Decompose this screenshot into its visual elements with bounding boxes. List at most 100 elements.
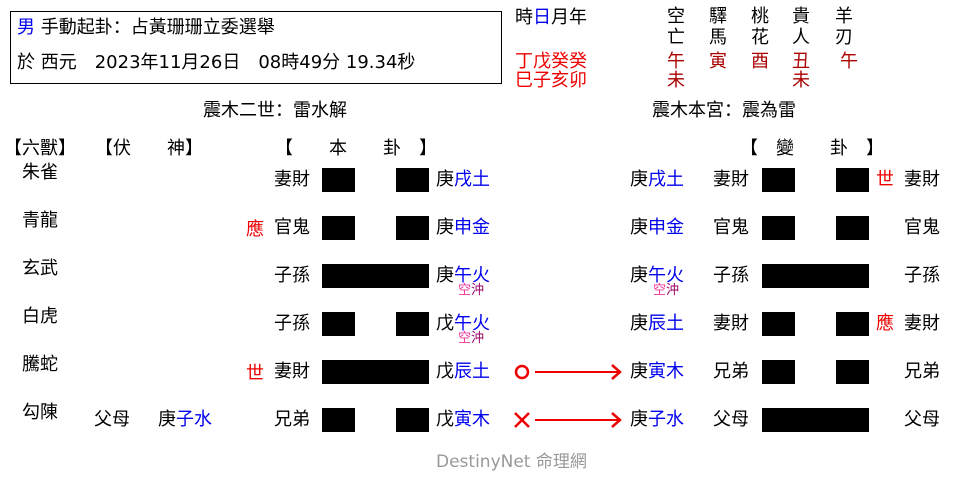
heavenly-stem: 戊: [436, 409, 454, 430]
six-relation: 子孫: [274, 313, 310, 334]
yin-line-right: [396, 312, 429, 336]
changed-six-relation: 妻財: [713, 313, 749, 334]
shensha-header-bottom: 刃: [835, 27, 853, 48]
changed-stem-branch: 庚申金: [630, 217, 684, 239]
changed-heavenly-stem: 庚: [630, 265, 648, 286]
six-beast-label: 騰蛇: [22, 354, 58, 375]
changed-heavenly-stem: 庚: [630, 313, 648, 334]
shensha-value: 未: [667, 70, 685, 91]
changed-earthly-branch: 子水: [648, 409, 684, 430]
heavenly-stem: 庚: [436, 265, 454, 286]
shensha-value: 午: [667, 51, 685, 72]
yang-line: [322, 264, 429, 288]
changed-heavenly-stem: 庚: [630, 169, 648, 190]
changed-stem-branch: 庚戌土: [630, 169, 684, 191]
six-beast-label: 青龍: [22, 210, 58, 231]
original-relation-right: 官鬼: [904, 217, 940, 238]
footer-brand: DestinyNet 命理網: [436, 452, 587, 472]
changed-yin-line-right: [836, 216, 869, 240]
yin-line-left: [322, 312, 355, 336]
gender-label: 男: [17, 17, 35, 38]
six-beast-label: 玄武: [22, 258, 58, 279]
changed-yin-line-right: [836, 360, 869, 384]
shensha-header-bottom: 馬: [709, 27, 727, 48]
changed-yin-line-left: [762, 312, 795, 336]
changed-yin-line-left: [762, 360, 795, 384]
changed-six-relation: 子孫: [713, 265, 749, 286]
chong-mark: 沖: [666, 283, 680, 298]
yin-line-right: [396, 216, 429, 240]
heavenly-stem: 庚: [436, 169, 454, 190]
stem-branch: 庚申金: [436, 217, 490, 239]
shensha-header-bottom: 花: [751, 27, 769, 48]
earthly-branch: 辰土: [454, 361, 490, 382]
six-beast-label: 勾陳: [22, 402, 58, 423]
changed-earthly-branch: 申金: [648, 217, 684, 238]
changed-yin-line-left: [762, 216, 795, 240]
shi-ying-mark: 世: [246, 363, 264, 384]
stem-branch: 庚戌土: [436, 169, 490, 191]
shensha-value: 丑: [792, 51, 810, 72]
yin-line-right: [396, 168, 429, 192]
shensha-header-top: 驛: [709, 6, 727, 27]
earthly-branch: 午火: [454, 265, 490, 286]
heavenly-stem: 戊: [436, 313, 454, 334]
changed-kong-chong-marks: 空沖: [653, 284, 679, 298]
yin-line-left: [322, 216, 355, 240]
changed-earthly-branch: 寅木: [648, 361, 684, 382]
chong-mark: 沖: [471, 331, 485, 346]
original-relation-right: 兄弟: [904, 361, 940, 382]
shensha-header-bottom: 人: [792, 27, 810, 48]
six-beast-label: 白虎: [22, 306, 58, 327]
changed-earthly-branch: 午火: [648, 265, 684, 286]
kong-mark: 空: [458, 331, 472, 346]
liushou-header: 【六獸】: [4, 138, 76, 159]
changed-yin-line-left: [762, 168, 795, 192]
stem-branch: 戊午火: [436, 313, 490, 335]
earthly-branch: 寅木: [454, 409, 490, 430]
method-label: 手動起卦：占黃珊珊立委選舉: [40, 17, 275, 38]
yin-line-left: [322, 168, 355, 192]
six-relation: 兄弟: [274, 409, 310, 430]
changed-heavenly-stem: 庚: [630, 409, 648, 430]
shensha-header-top: 羊: [835, 6, 853, 27]
changed-yin-line-right: [836, 312, 869, 336]
changed-shi-ying-mark: 世: [876, 169, 894, 190]
shensha-value: 未: [792, 70, 810, 91]
six-beast-label: 朱雀: [22, 162, 58, 183]
yang-line: [322, 360, 429, 384]
chong-mark: 沖: [471, 283, 485, 298]
changed-yang-line: [762, 408, 869, 432]
changed-six-relation: 官鬼: [713, 217, 749, 238]
original-relation-right: 妻財: [904, 169, 940, 190]
changed-stem-branch: 庚辰土: [630, 313, 684, 335]
changed-shi-ying-mark: 應: [876, 313, 894, 334]
shensha-header-top: 空: [667, 6, 685, 27]
kong-chong-marks: 空沖: [458, 284, 484, 298]
changed-yin-line-right: [836, 168, 869, 192]
six-relation: 妻財: [274, 361, 310, 382]
original-relation-right: 子孫: [904, 265, 940, 286]
pillar-labels: 時日月年: [515, 7, 587, 29]
pillar-branches: 巳子亥卯: [515, 70, 587, 91]
yin-line-right: [396, 408, 429, 432]
changed-stem-branch: 庚寅木: [630, 361, 684, 383]
stem-branch: 戊寅木: [436, 409, 490, 431]
changed-heavenly-stem: 庚: [630, 217, 648, 238]
original-relation-right: 父母: [904, 409, 940, 430]
earthly-branch: 戌土: [454, 169, 490, 190]
earthly-branch: 午火: [454, 313, 490, 334]
date-line: 於 西元 2023年11月26日 08時49分 19.34秒: [17, 52, 416, 73]
original-relation-right: 妻財: [904, 313, 940, 334]
shensha-value: 午: [840, 51, 858, 72]
shensha-value: 酉: [751, 51, 769, 72]
heavenly-stem: 庚: [436, 217, 454, 238]
heavenly-stem: 戊: [436, 361, 454, 382]
moving-yang-arrow-icon: [514, 364, 622, 380]
changed-six-relation: 父母: [713, 409, 749, 430]
ben-gua-header: 【 本 卦 】: [275, 138, 437, 159]
changed-six-relation: 妻財: [713, 169, 749, 190]
ben-gua-title: 震木二世：雷水解: [203, 100, 347, 121]
six-relation: 妻財: [274, 169, 310, 190]
shensha-header-bottom: 亡: [667, 27, 685, 48]
